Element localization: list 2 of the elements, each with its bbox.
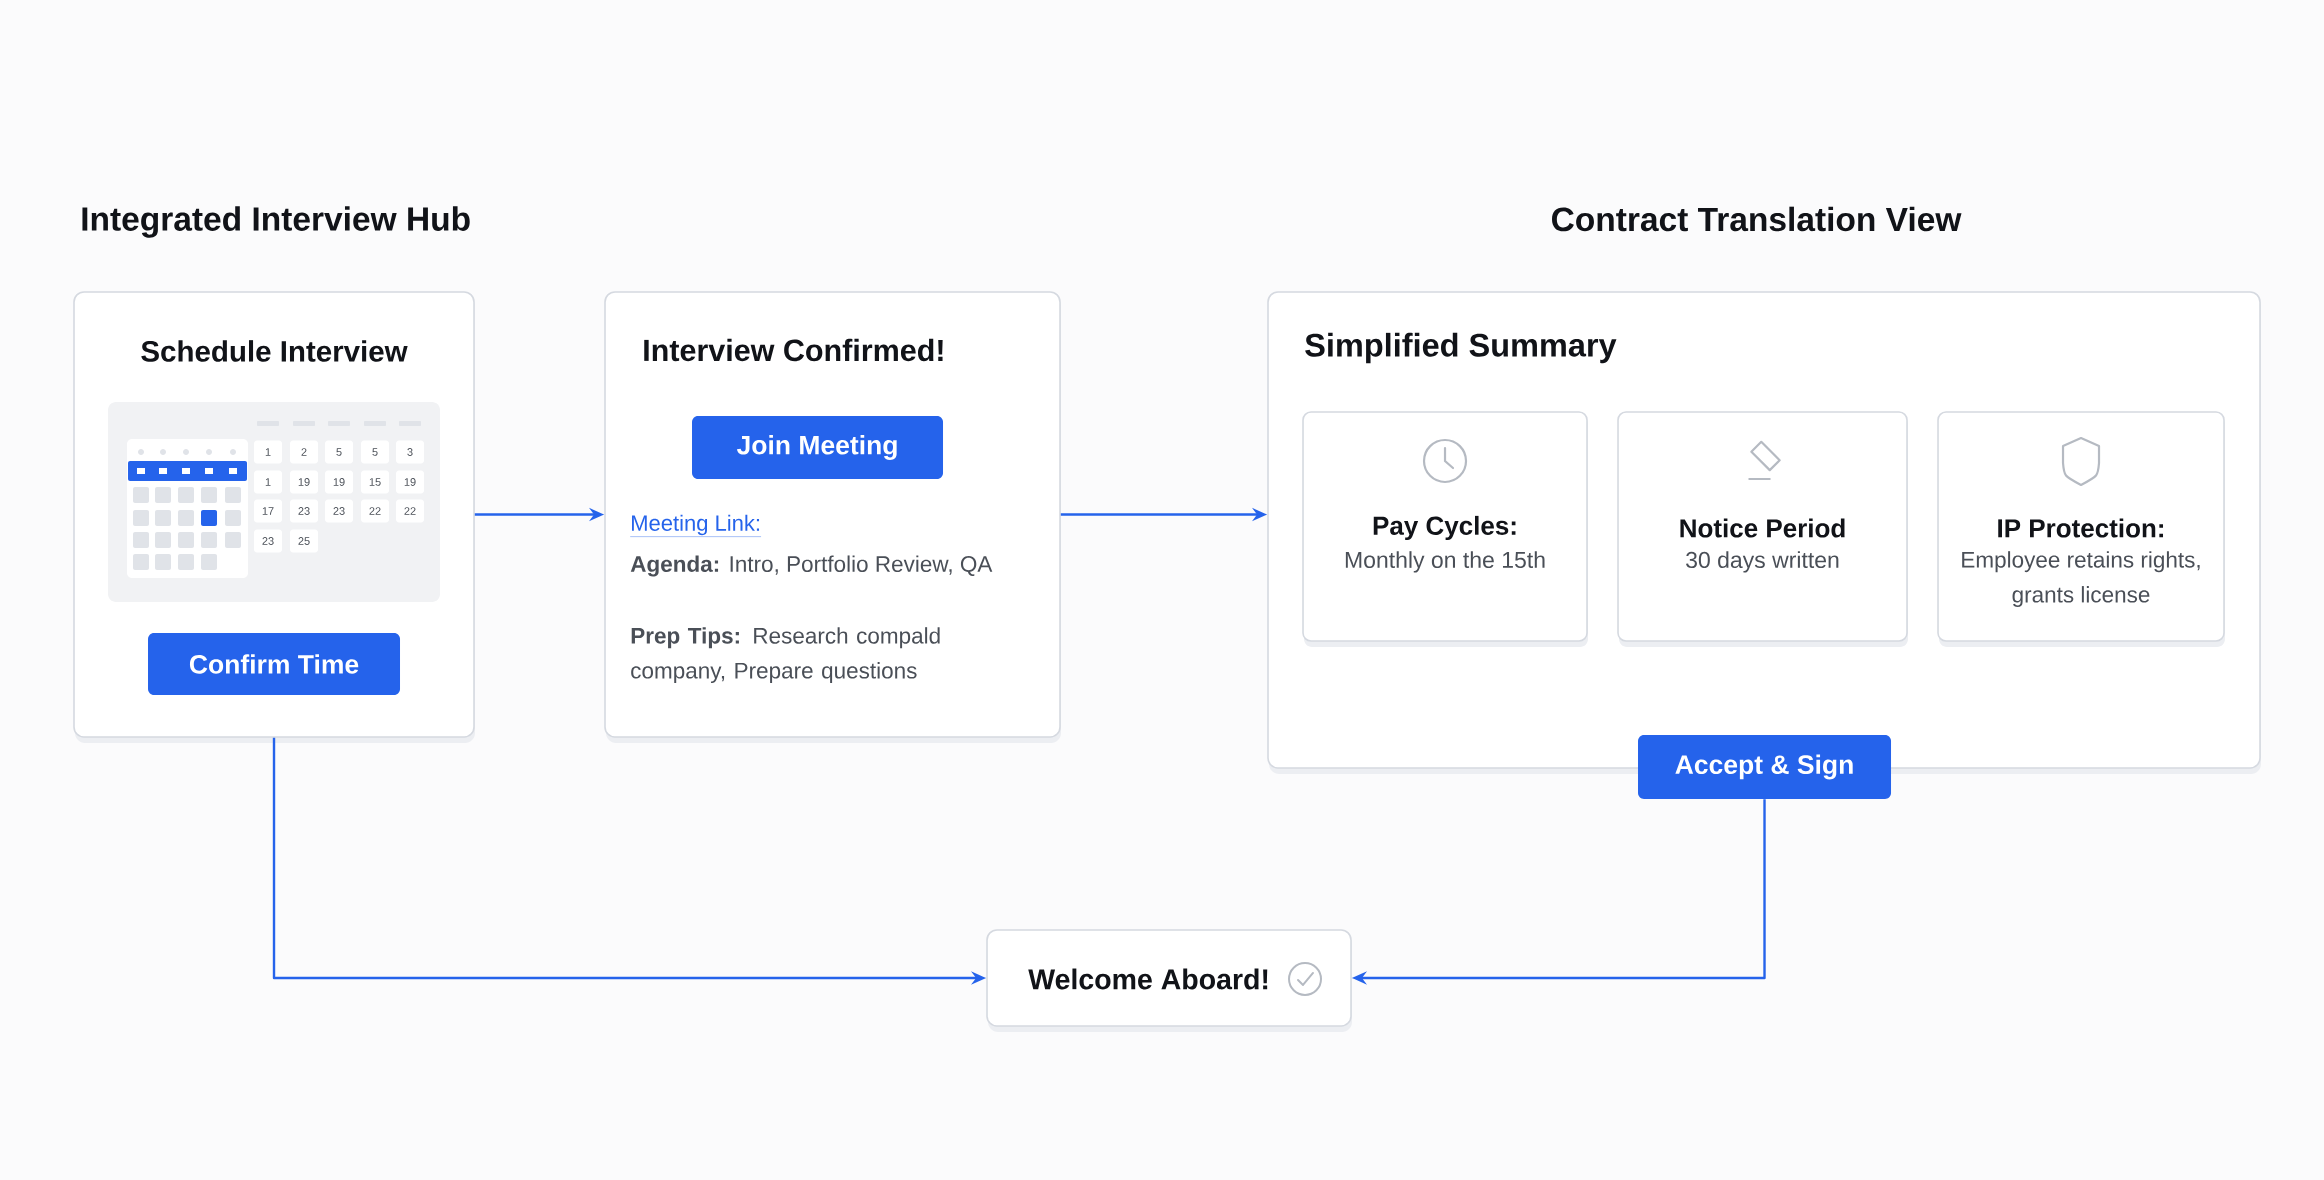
section-title: Integrated Interview Hub <box>82 206 470 238</box>
section-title: Contract Translation View <box>1552 206 1962 232</box>
